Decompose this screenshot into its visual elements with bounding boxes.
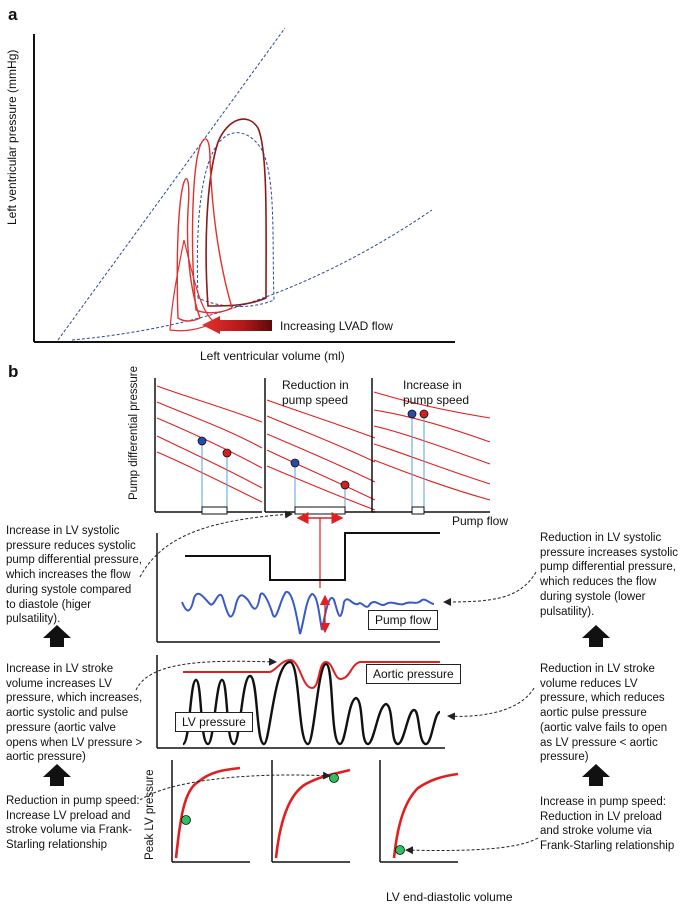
starling-point — [395, 845, 405, 855]
pump-chart-x-label: Pump flow — [452, 514, 509, 528]
left-note-3: Reduction in pump speed: Increase LV pre… — [6, 795, 140, 852]
starling-chart-2 — [271, 760, 351, 863]
connector-arrows — [135, 510, 539, 855]
operating-point-blue — [197, 436, 207, 446]
pump-chart-2 — [264, 378, 376, 515]
pump-flow-label: Pump flow — [368, 610, 439, 631]
pv-loop-red-2 — [176, 178, 201, 322]
pv-loop-dark — [205, 118, 267, 307]
panel-a-y-label: Left ventricular pressure (mmHg) — [5, 49, 19, 225]
right-note-3: Increase in pump speed: Reduction in LV … — [540, 796, 675, 853]
pump-chart-3-title: Increase in pump speed — [403, 378, 470, 407]
pump-flow-trace — [181, 591, 435, 635]
panel-a-label: a — [8, 5, 18, 24]
operating-point-red — [419, 409, 429, 419]
pump-chart-1 — [154, 378, 263, 515]
pv-loop-red-1 — [191, 138, 233, 314]
aortic-pressure-trace — [183, 658, 440, 690]
pump-speed-step — [185, 532, 440, 581]
pressure-trace-chart — [156, 655, 445, 749]
espvr-line — [57, 27, 286, 341]
left-note-1: Increase in LV systolic pressure reduces… — [6, 525, 142, 626]
pump-chart-y-label: Pump differential pressure — [128, 365, 140, 500]
lvad-arrow-label: Increasing LVAD flow — [280, 319, 393, 333]
starling-point — [181, 815, 191, 825]
edpvr-curve — [71, 209, 433, 341]
operating-point-red — [222, 448, 232, 458]
flow-trace-chart — [156, 532, 440, 643]
right-note-2: Reduction in LV stroke volume reduces LV… — [540, 663, 668, 764]
lvad-flow-arrow — [202, 316, 272, 334]
right-note-1: Reduction in LV systolic pressure increa… — [540, 532, 679, 618]
pv-loop-red-3 — [169, 239, 216, 332]
lv-pressure-trace — [181, 660, 441, 746]
lv-pressure-label: LV pressure — [175, 712, 253, 733]
operating-point-red — [340, 480, 350, 490]
pump-chart-3 — [371, 378, 491, 515]
baseline-pv-loop — [196, 132, 275, 308]
left-note-2: Increase in LV stroke volume increases L… — [6, 663, 143, 764]
aortic-pressure-label: Aortic pressure — [366, 664, 461, 685]
panel-a-plot — [33, 27, 455, 343]
pump-chart-2-title: Reduction in pump speed — [282, 378, 349, 407]
operating-point-blue — [407, 409, 417, 419]
starling-chart-3 — [379, 760, 459, 863]
starling-x-label: LV end-diastolic volume — [386, 890, 513, 904]
operating-point-blue — [290, 458, 300, 468]
panel-a-x-label: Left ventricular volume (ml) — [200, 349, 345, 363]
flow-range-box — [201, 506, 228, 515]
flow-range-box — [294, 506, 346, 515]
panel-b-label: b — [8, 362, 19, 381]
flow-range-box — [411, 506, 425, 515]
starling-point — [329, 773, 339, 783]
starling-chart-1 — [171, 760, 250, 863]
